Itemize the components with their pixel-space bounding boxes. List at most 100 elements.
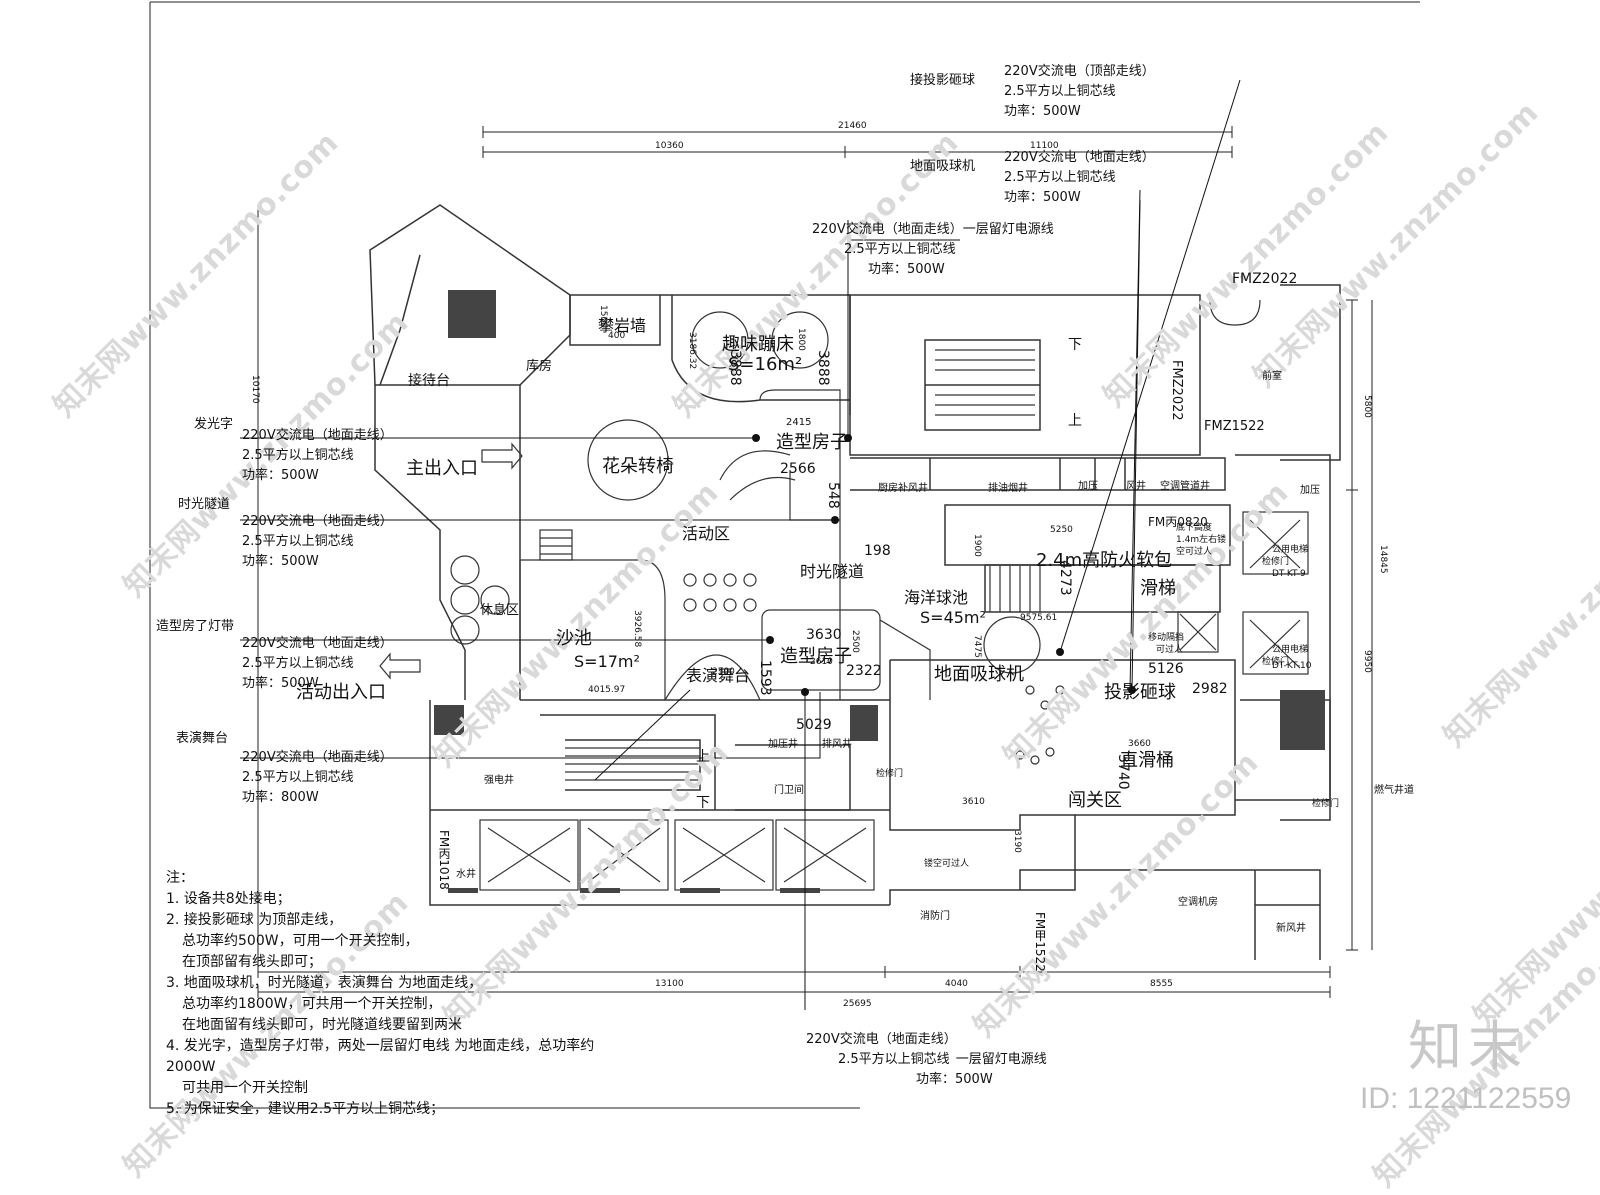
room-label: 检修门 — [1312, 799, 1340, 809]
device-label: 时光隧道 — [178, 497, 231, 512]
dim-label: 9575.61 — [1020, 613, 1058, 623]
dim-label: 11100 — [1030, 141, 1059, 151]
dim-label: 21460 — [838, 121, 867, 131]
watermark-logo: 知末 — [1408, 1015, 1528, 1078]
room-label: 空可过人 — [1176, 547, 1213, 557]
door-code: FM甲1522 — [1033, 912, 1047, 972]
room-label: 地面吸球机 — [934, 664, 1024, 685]
callout-line: 220V交流电（地面走线） — [1004, 150, 1155, 165]
callout-line: 220V交流电（地面走线）一层留灯电源线 — [812, 220, 1054, 240]
note-line: 总功率约500W，可用一个开关控制， — [182, 933, 419, 949]
note-line: 在地面留有线头即可，时光隧道线要留到两米 — [182, 1017, 462, 1033]
power-callout-house-light: 220V交流电（地面走线） 2.5平方以上铜芯线 功率：500W — [242, 634, 393, 694]
door-code: FMZ2022 — [1169, 360, 1184, 421]
room-label: 滑梯 — [1140, 578, 1176, 599]
power-callout-ceiling: 220V交流电（顶部走线） 2.5平方以上铜芯线 功率：500W — [1004, 62, 1155, 122]
dim-label: 1500 — [598, 305, 608, 328]
note-line: 可共用一个开关控制 — [182, 1080, 308, 1096]
door-code: FM丙0820 — [1148, 515, 1208, 529]
dim-label: 14845 — [1378, 545, 1388, 574]
dim-label: 2322 — [846, 663, 882, 679]
callout-line: 2.5平方以上铜芯线 — [844, 242, 956, 257]
room-label: 空调机房 — [1178, 897, 1218, 908]
callout-line: 功率：500W — [242, 554, 319, 569]
dim-label: 2566 — [780, 461, 816, 477]
room-label: S=45m² — [920, 608, 986, 627]
dim-label: 3888 — [727, 350, 743, 386]
room-label: 下 — [696, 795, 710, 811]
room-label: S=16m² — [728, 354, 803, 375]
room-label: 公用电梯 — [1272, 645, 1309, 655]
callout-line: 2.5平方以上铜芯线 — [242, 448, 354, 463]
room-label: 加压井 — [768, 739, 798, 750]
note-line: 在顶部留有线头即可； — [182, 954, 322, 970]
callout-line: 220V交流电（地面走线） — [242, 514, 393, 529]
power-callout-time-tunnel: 220V交流电（地面走线） 2.5平方以上铜芯线 功率：500W — [242, 512, 393, 572]
room-label: 海洋球池 — [904, 588, 969, 607]
callout-line: 功率：500W — [242, 676, 319, 691]
callout-line: 功率：500W — [242, 468, 319, 483]
room-label: S=17m² — [574, 652, 640, 671]
dim-label: 548 — [825, 482, 841, 509]
dim-label: 4015.97 — [588, 685, 626, 695]
power-callout-floor-ball: 220V交流电（地面走线） 2.5平方以上铜芯线 功率：500W — [1004, 148, 1155, 208]
callout-line: 2.5平方以上铜芯线 — [242, 770, 354, 785]
callout-text: 220V交流电（地面走线） — [806, 1032, 957, 1047]
dim-label: 5800 — [1362, 395, 1372, 418]
room-label: 水井 — [456, 869, 476, 880]
callout-line: 2.5平方以上铜芯线一层留灯电源线 — [806, 1050, 1047, 1070]
dim-label: 3660 — [1128, 739, 1151, 749]
room-label: 造型房子 — [776, 432, 848, 453]
note-line: 3. 地面吸球机，时光隧道，表演舞台 为地面走线， — [166, 975, 483, 991]
dim-label: 2982 — [1192, 681, 1228, 697]
note-line: 总功率约1800W，可共用一个开关控制， — [182, 996, 442, 1012]
callout-line: 220V交流电（顶部走线） — [1004, 64, 1155, 79]
dim-label: 3888 — [815, 350, 831, 386]
note-line: 注： — [166, 870, 194, 886]
room-label: 检修门 — [876, 769, 904, 779]
door-code: FM丙1018 — [437, 830, 451, 890]
callout-line: 功率：800W — [242, 790, 319, 805]
dim-label: 3630 — [806, 627, 842, 643]
dim-label: 198 — [864, 543, 891, 559]
room-label: DT-KT-9 — [1272, 569, 1306, 579]
dim-label: 5250 — [1050, 525, 1073, 535]
room-label: 攀岩墙 — [598, 316, 647, 335]
dim-label: 1900 — [972, 534, 982, 557]
device-label: 地面吸球机 — [910, 159, 976, 174]
callout-line: 功率：500W — [868, 262, 945, 277]
room-label: 风井 — [1126, 481, 1146, 492]
room-label: 闯关区 — [1068, 790, 1122, 811]
callout-line: 2.5平方以上铜芯线 — [1004, 84, 1116, 99]
dim-label: 1593 — [757, 660, 773, 696]
room-label: 公用电梯 — [1272, 545, 1309, 555]
dim-label: 3740 — [1115, 754, 1131, 790]
callout-line: 2.5平方以上铜芯线 — [242, 534, 354, 549]
room-label: 直滑桶 — [1120, 750, 1174, 771]
room-label: 消防门 — [920, 911, 950, 922]
room-label: 厨房补风井 — [878, 483, 928, 494]
room-label: 加压 — [1078, 481, 1098, 492]
room-label: 燃气井道 — [1374, 785, 1414, 796]
dim-label: 5029 — [796, 717, 832, 733]
callout-line: 220V交流电（地面走线） — [242, 750, 393, 765]
callout-line: 功率：500W — [1004, 104, 1081, 119]
note-line: 2. 接投影砸球 为顶部走线， — [166, 912, 343, 928]
room-label: 下 — [1068, 337, 1082, 353]
note-line: 5. 为保证安全，建议用2.5平方以上铜芯线； — [166, 1101, 445, 1117]
power-callout-light-top: 220V交流电（地面走线）一层留灯电源线 2.5平方以上铜芯线 功率：500W — [812, 220, 1054, 280]
room-label: 新风井 — [1276, 923, 1306, 934]
device-label: 接投影砸球 — [910, 73, 976, 88]
watermark-id: ID: 1221122559 — [1360, 1082, 1572, 1115]
callout-text: 220V交流电（地面走线） — [812, 222, 963, 237]
power-callout-light-bottom: 220V交流电（地面走线） 2.5平方以上铜芯线一层留灯电源线 功率：500W — [806, 1030, 1047, 1090]
device-label: 发光字 — [194, 417, 234, 432]
dim-label: 9950 — [1362, 650, 1372, 673]
power-callout-stage: 220V交流电（地面走线） 2.5平方以上铜芯线 功率：800W — [242, 748, 393, 808]
floor-plan-drawing — [149, 1, 1420, 1109]
room-label: 时光隧道 — [800, 562, 865, 581]
dim-label: 8555 — [1150, 979, 1173, 989]
callout-line: 2.5平方以上铜芯线 — [1004, 170, 1116, 185]
room-label: 排风井 — [822, 739, 852, 750]
room-label: DT-KT-10 — [1272, 661, 1312, 671]
